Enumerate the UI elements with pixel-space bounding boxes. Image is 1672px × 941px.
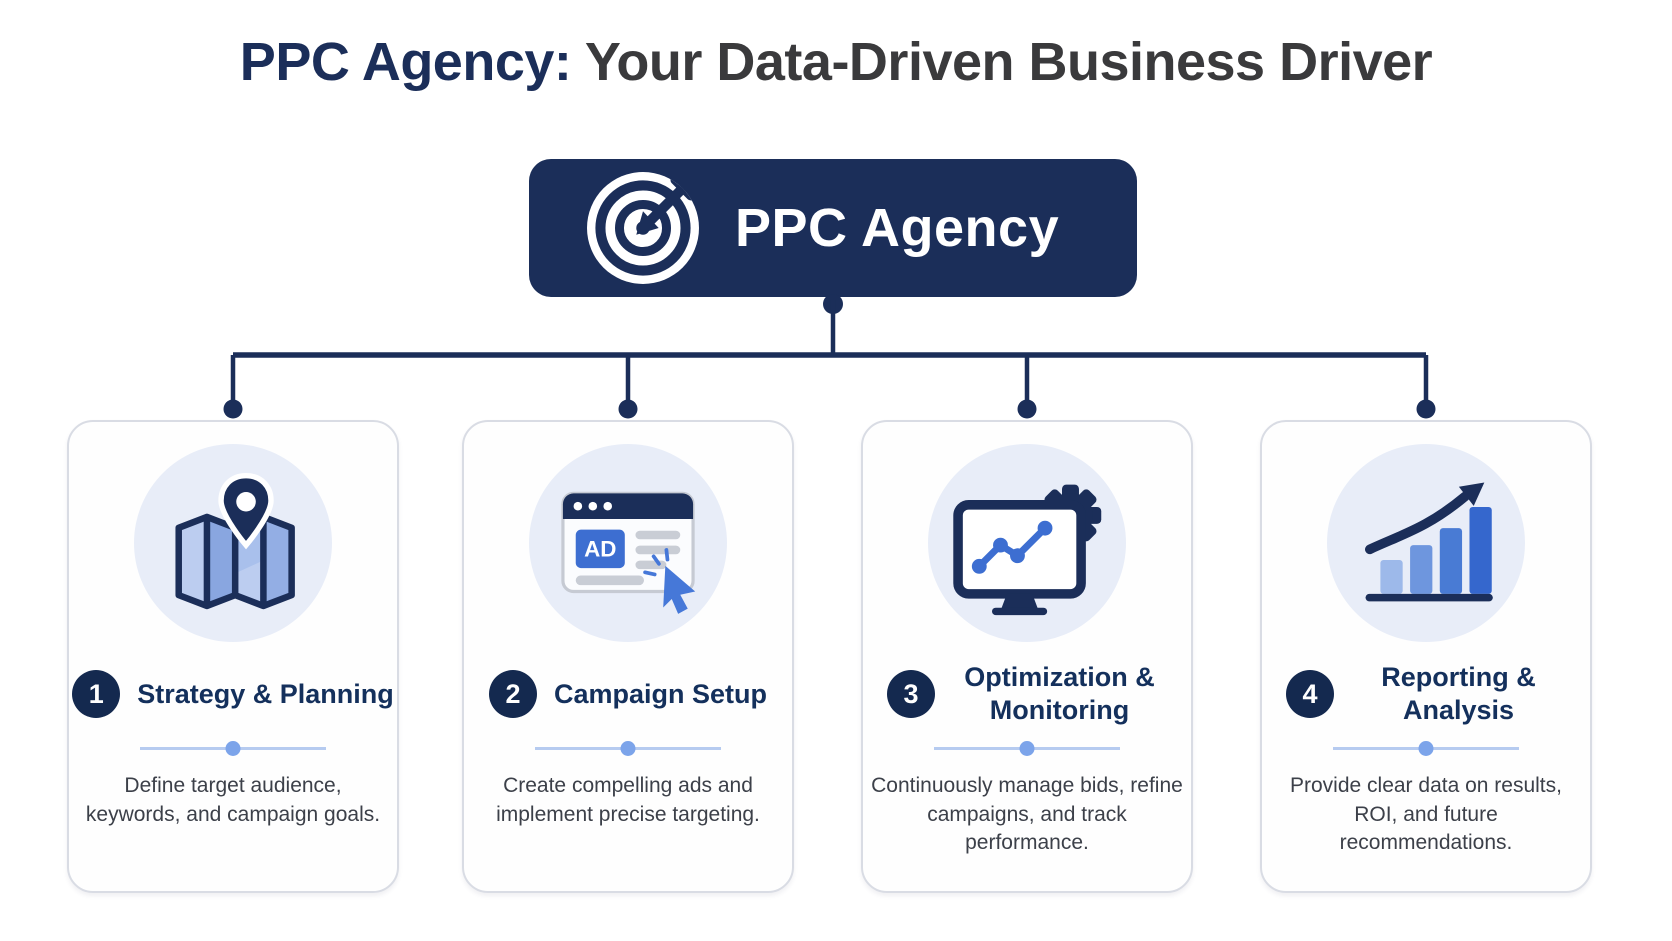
step-title-row: 3 Optimization & Monitoring: [863, 650, 1191, 738]
step-divider: [140, 740, 326, 756]
step-title: Reporting & Analysis: [1381, 662, 1536, 725]
page-title-rest: Your Data-Driven Business Driver: [571, 32, 1433, 92]
step-card-reporting-analysis: 4 Reporting & Analysis Provide clear dat…: [1260, 420, 1592, 893]
step-title: Campaign Setup: [553, 678, 768, 709]
step-divider: [535, 740, 721, 756]
step-divider: [1333, 740, 1519, 756]
step-card-strategy-planning: 1 Strategy & Planning Define target audi…: [67, 420, 399, 893]
monitor-gear-chart-icon: [928, 444, 1126, 642]
step-number-badge: 2: [488, 670, 537, 718]
connector-tree: [223, 294, 1436, 419]
step-title: Strategy & Planning: [137, 678, 394, 709]
divider-dot-icon: [225, 741, 241, 756]
step-divider: [934, 740, 1120, 756]
divider-dot-icon: [620, 741, 636, 756]
step-title-row: 2 Campaign Setup: [464, 650, 792, 738]
svg-text:AD: AD: [584, 536, 616, 561]
page-title: PPC Agency: Your Data-Driven Business Dr…: [0, 30, 1672, 94]
ppc-agency-header-node: PPC Agency: [529, 159, 1137, 297]
step-number-badge: 1: [72, 670, 121, 718]
step-description: Provide clear data on results, ROI, and …: [1290, 774, 1562, 854]
step-title-row: 4 Reporting & Analysis: [1262, 650, 1590, 738]
step-description: Define target audience, keywords, and ca…: [85, 774, 381, 826]
step-card-optimization-monitoring: 3 Optimization & Monitoring Continuously…: [861, 420, 1193, 893]
growth-bars-arrow-icon: [1327, 444, 1525, 642]
step-number-badge: 3: [887, 670, 935, 718]
page-title-highlight: PPC Agency:: [239, 32, 572, 92]
step-card-campaign-setup: AD 2 Campaign Setup Create compelling ad…: [462, 420, 794, 893]
ppc-agency-label: PPC Agency: [735, 198, 1060, 258]
divider-dot-icon: [1019, 741, 1035, 756]
step-number-badge: 4: [1286, 670, 1334, 718]
step-description: Create compelling ads and implement prec…: [496, 774, 760, 826]
target-bullseye-arrow-icon: [587, 172, 699, 284]
map-location-pin-icon: [134, 444, 332, 642]
step-title: Optimization & Monitoring: [964, 662, 1155, 725]
step-title-row: 1 Strategy & Planning: [69, 650, 397, 738]
ad-browser-cursor-icon: AD: [529, 444, 727, 642]
divider-dot-icon: [1418, 741, 1434, 756]
step-description: Continuously manage bids, refine campaig…: [871, 774, 1183, 854]
